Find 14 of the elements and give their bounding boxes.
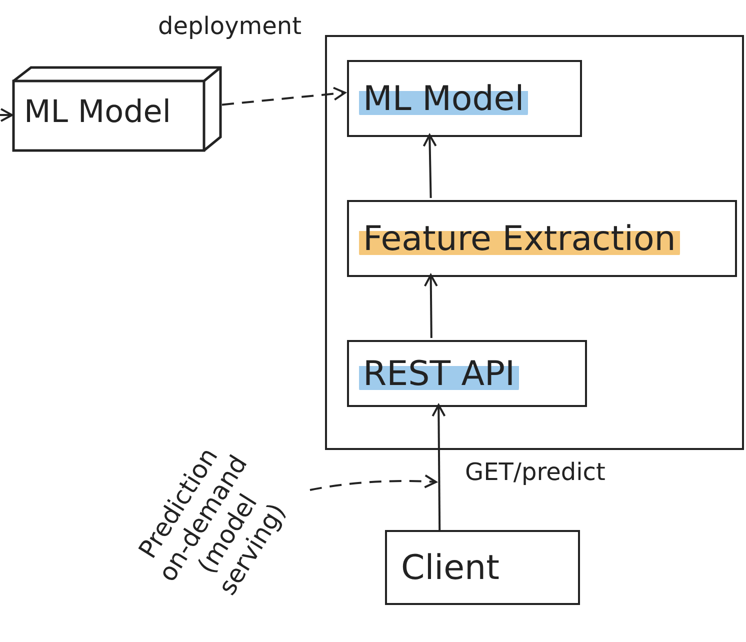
box-label: Client [400,548,500,588]
arrow [432,404,446,530]
process-box [347,200,737,277]
process-box [385,530,580,605]
process-box [347,60,582,137]
dashed-arrow [310,474,437,491]
process-box [347,340,587,407]
arrow [424,274,438,338]
arrow [422,134,437,198]
dashed-arrow [222,86,346,106]
model-block [12,66,222,152]
arrow [0,108,13,122]
box-label: ML Model [23,94,172,130]
container-box [325,35,744,450]
